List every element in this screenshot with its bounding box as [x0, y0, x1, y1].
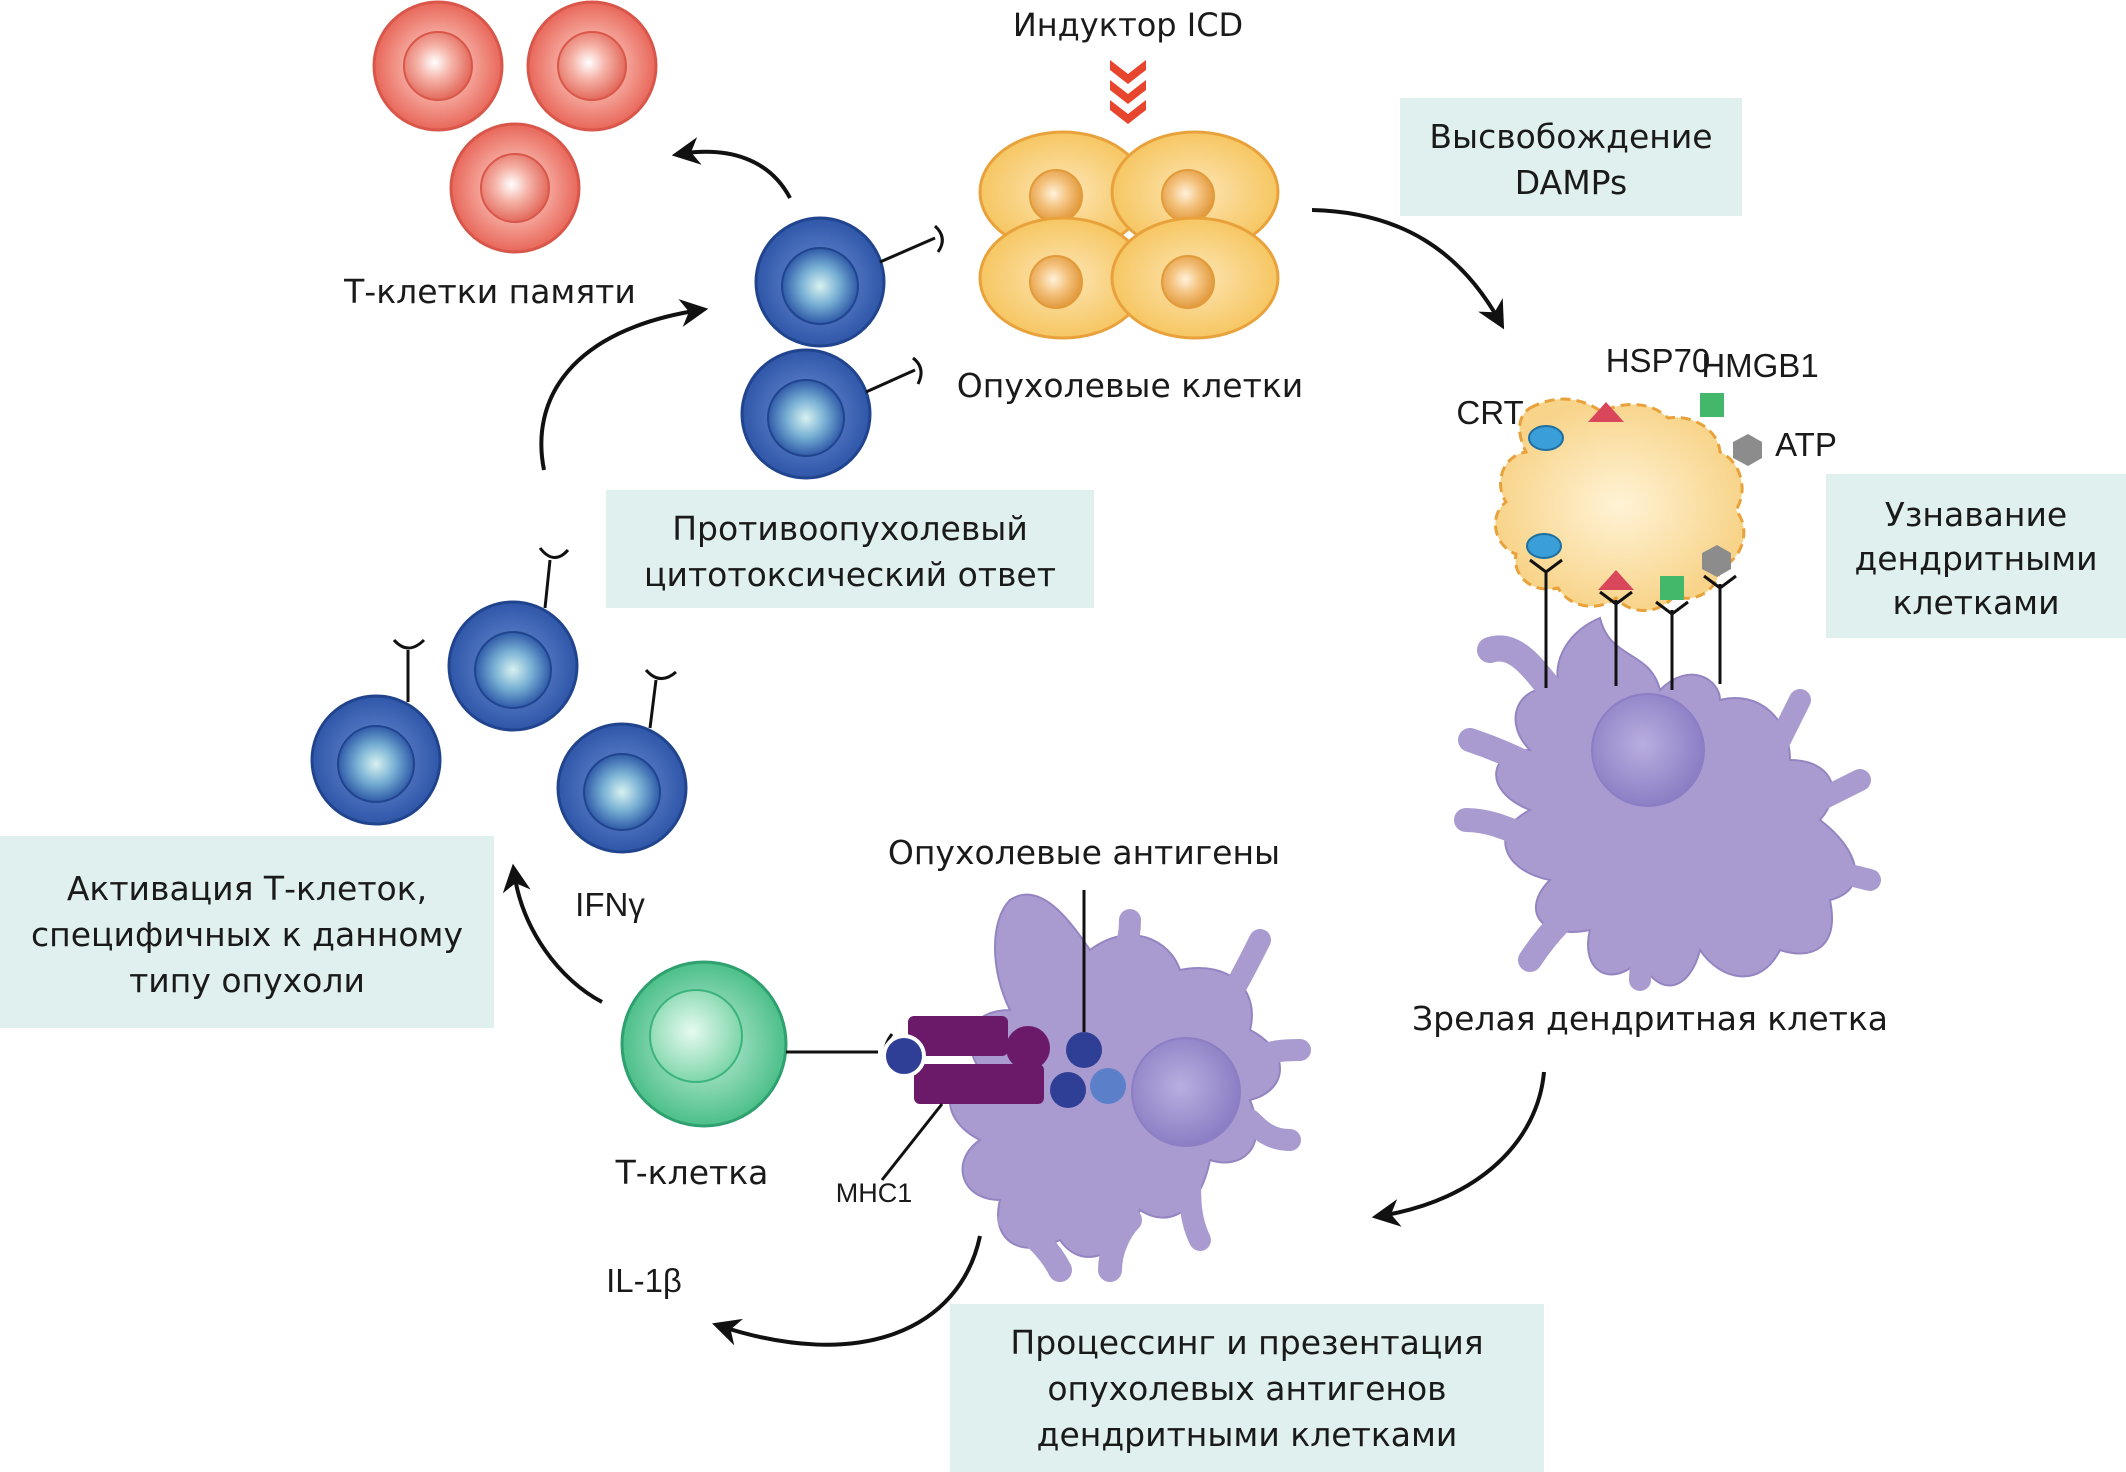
mhc1-complex — [882, 1016, 1050, 1104]
processing-line3: дендритными клетками — [1037, 1415, 1458, 1454]
hmgb1-icon — [1700, 393, 1724, 417]
antitumor-response-line1: Противоопухолевый — [672, 509, 1028, 548]
hsp70-label: HSP70 — [1606, 342, 1711, 379]
crt-icon — [1526, 533, 1562, 559]
tcell-activation-line2: специфичных к данному — [31, 915, 463, 954]
arrow-to-il1b — [712, 1235, 982, 1347]
icd-chevron-icon — [1110, 60, 1146, 124]
hsp70-icon — [1598, 570, 1634, 590]
hsp70-icon — [1588, 402, 1624, 422]
cytotoxic-t-cell — [740, 348, 923, 480]
atp-label: ATP — [1775, 426, 1837, 463]
activated-t-cell — [556, 668, 688, 854]
tcell-label: Т-клетка — [615, 1153, 769, 1192]
ifng-label: IFNγ — [575, 886, 645, 923]
memory-t-cells-label: Т-клетки памяти — [343, 272, 636, 311]
hmgb1-icon — [1660, 576, 1684, 600]
tcell-activation-line3: типу опухоли — [129, 961, 365, 1000]
damps-release-line2: DAMPs — [1515, 163, 1627, 202]
arrow-to-activation — [502, 863, 603, 1004]
tumor-cell — [1110, 130, 1280, 254]
tumor-cell — [1110, 216, 1280, 340]
mhc1-label: MHC1 — [836, 1178, 913, 1208]
atp-icon — [1702, 545, 1731, 577]
activated-t-cell — [310, 638, 442, 826]
tumor-antigens-label: Опухолевые антигены — [888, 833, 1280, 872]
icd-inducer-label: Индуктор ICD — [1013, 6, 1243, 44]
damp-releasing-tumor-cell — [1494, 397, 1746, 612]
cytotoxic-t-cell — [754, 216, 944, 348]
damps-release-caption: Высвобождение DAMPs — [1400, 98, 1742, 216]
memory-t-cell — [372, 0, 504, 132]
tcell-activation-line1: Активация Т-клеток, — [67, 869, 427, 908]
mature-dendritic-cell — [1454, 616, 1881, 991]
dc-receptors — [1529, 558, 1737, 690]
hmgb1-label: HMGB1 — [1701, 347, 1818, 384]
atp-icon — [1733, 434, 1762, 466]
memory-t-cells — [372, 0, 658, 254]
mature-dc-label: Зрелая дендритная клетка — [1412, 999, 1888, 1038]
processing-line2: опухолевых антигенов — [1047, 1369, 1446, 1408]
dc-recognition-line3: клетками — [1892, 583, 2059, 622]
memory-t-cell — [449, 122, 581, 254]
memory-t-cell — [526, 0, 658, 132]
arrow-to-dc-recognition — [1311, 208, 1505, 330]
dc-recognition-line1: Узнавание — [1885, 495, 2067, 534]
antitumor-response-line2: цитотоксический ответ — [644, 555, 1056, 594]
antitumor-response-caption: Противоопухолевый цитотоксический ответ — [606, 490, 1094, 608]
dc-recognition-caption: Узнавание дендритными клетками — [1826, 474, 2126, 638]
crt-label: CRT — [1456, 394, 1523, 431]
tumor-cells-label: Опухолевые клетки — [957, 366, 1303, 405]
il1b-label: IL-1β — [606, 1262, 682, 1299]
tumor-cells — [978, 130, 1280, 340]
tcell-activation-caption: Активация Т-клеток, специфичных к данном… — [0, 836, 494, 1028]
mhc1-pointer — [880, 1103, 944, 1181]
processing-caption: Процессинг и презентация опухолевых анти… — [950, 1304, 1544, 1472]
arrow-to-response — [539, 299, 709, 471]
activated-t-cell — [447, 547, 579, 732]
naive-t-cell — [620, 960, 894, 1128]
damps-release-line1: Высвобождение — [1429, 117, 1712, 156]
tumor-antigens — [1050, 1032, 1126, 1108]
dc-recognition-line2: дендритными — [1854, 539, 2097, 578]
arrow-to-processing — [1371, 1071, 1546, 1227]
crt-icon — [1528, 425, 1564, 451]
arrow-to-memory-cells — [671, 137, 792, 199]
processing-line1: Процессинг и презентация — [1010, 1323, 1483, 1362]
